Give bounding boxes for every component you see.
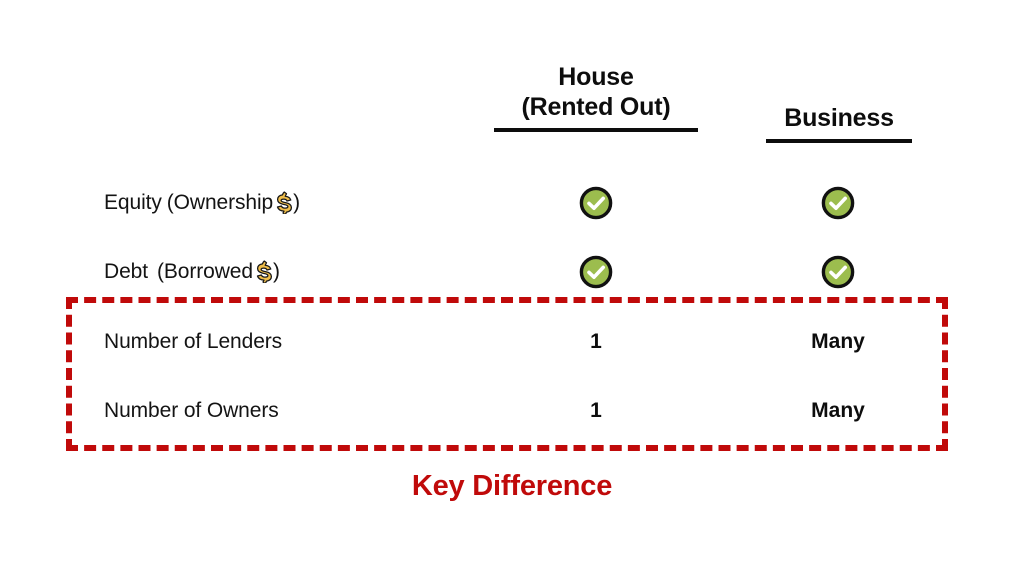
row-label-debt-paren-open: (Borrowed [156,260,253,283]
cell-lenders-business: Many [811,330,865,353]
dollar-sign-emoji-icon [274,191,293,216]
row-label-equity-paren-open: (Ownership [166,191,274,214]
column-header-house-line1: House [558,63,634,91]
key-difference-highlight-box [66,297,948,451]
check-icon-equity-business [821,186,855,220]
row-label-debt-paren-close: ) [272,260,280,283]
check-icon-equity-house [579,186,613,220]
cell-lenders-house: 1 [590,330,602,353]
row-label-debt: Debt (Borrowed) [104,260,280,285]
row-label-equity-main: Equity [104,191,162,214]
check-icon-debt-business [821,255,855,289]
column-header-business-line1: Business [784,104,894,132]
column-header-house-underline [494,128,698,132]
check-icon-debt-house [579,255,613,289]
cell-owners-business: Many [811,399,865,422]
row-label-number-of-lenders: Number of Lenders [104,330,283,353]
row-label-equity-paren-close: ) [293,191,301,214]
key-difference-caption: Key Difference [411,470,613,502]
column-header-house: House (Rented Out) [466,62,726,132]
dollar-sign-emoji-icon [254,260,273,285]
column-header-house-line2: (Rented Out) [521,93,671,121]
row-label-number-of-owners: Number of Owners [104,399,279,422]
row-label-debt-main: Debt [104,260,148,283]
column-header-business: Business [748,103,930,143]
row-label-equity: Equity(Ownership) [104,191,301,216]
cell-owners-house: 1 [590,399,602,422]
column-header-business-underline [766,139,912,143]
